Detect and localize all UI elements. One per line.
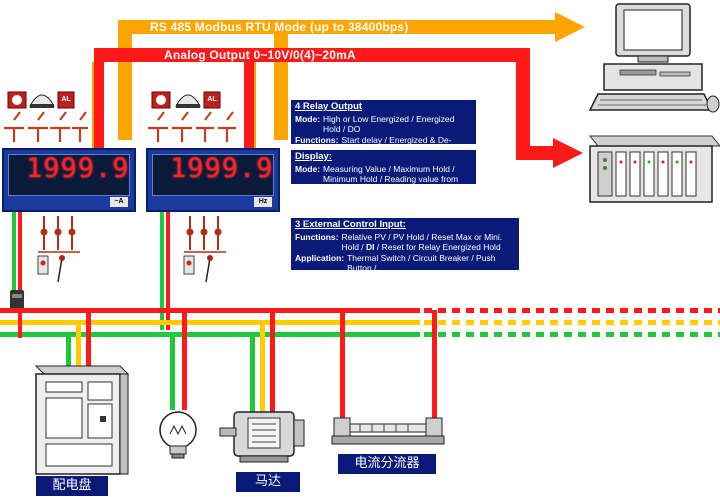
meter-display [152, 154, 274, 196]
motor-drops [250, 310, 275, 414]
relay-output-title: 4 Relay Output [295, 101, 363, 112]
motor-icon [219, 411, 305, 463]
meter1-alarm-icons [7, 91, 75, 109]
panel-drops [66, 310, 91, 366]
analog-bus-label: Analog Output 0~10V/0(4)~20mA [164, 48, 356, 62]
control-functions-label: Functions: [295, 231, 339, 242]
display-box: Display: Mode:Measuring Value / Maximum … [291, 150, 476, 195]
panel-caption: 配电盘 [36, 476, 108, 496]
relay-mode-label: Mode: [295, 113, 321, 124]
relay-mode-value: High or Low Energized / Energized Hold /… [323, 113, 455, 135]
panel-meter-2: 1999.9 Hz [146, 148, 280, 212]
shunt-icon [331, 417, 445, 445]
control-application-value: Thermal Switch / Circuit Breaker / Push … [347, 252, 496, 274]
meter1-control-switches [37, 216, 80, 283]
control-functions-di: DI [366, 242, 375, 252]
display-mode-value: Measuring Value / Maximum Hold / Minimum… [323, 163, 459, 195]
computer-icon [588, 3, 720, 113]
meter-unit: ~A [110, 197, 128, 207]
analog-bus [94, 48, 583, 168]
meter-reading: 1999.9 [170, 153, 274, 184]
meter1-drop-wires [12, 210, 22, 310]
meter-display [8, 154, 130, 196]
control-functions-value-a: Relative PV / PV Hold / Reset Max or Min… [341, 231, 503, 253]
meter2-drop-wires [160, 210, 170, 330]
light-bulb-icon [159, 411, 197, 459]
control-input-box: 3 External Control Input: Functions:Rela… [291, 218, 519, 273]
rs485-bus-label: RS 485 Modbus RTU Mode (up to 38400bps) [150, 20, 409, 34]
meter2-control-switches [183, 216, 226, 283]
plc-rack-icon [588, 135, 720, 203]
display-mode-label: Mode: [295, 163, 321, 174]
meter1-relay-contacts [4, 111, 88, 142]
bulb-drops [170, 310, 187, 410]
shunt-caption: 电流分流器 [338, 454, 436, 474]
meter-unit: Hz [254, 197, 272, 207]
alarm-icon: AL [207, 96, 217, 103]
display-title: Display: [295, 151, 332, 162]
motor-caption: 马达 [236, 472, 300, 492]
current-transformer-icon [10, 290, 24, 310]
control-functions-value-b: / Reset for Relay Energized Hold [374, 242, 501, 252]
alarm-icon: AL [61, 96, 71, 103]
control-input-title: 3 External Control Input: [295, 219, 406, 230]
meter2-alarm-icons [151, 91, 221, 109]
control-application-label: Application: [295, 252, 345, 263]
panel-meter-1: 1999.9 ~A [2, 148, 136, 212]
shunt-drops [340, 310, 437, 420]
power-bus [0, 308, 720, 338]
relay-output-box: 4 Relay Output Mode:High or Low Energize… [291, 100, 476, 155]
meter-reading: 1999.9 [26, 153, 130, 184]
distribution-panel-icon [34, 365, 130, 475]
relay-functions-label: Functions: [295, 134, 339, 145]
meter2-relay-contacts [148, 111, 236, 142]
